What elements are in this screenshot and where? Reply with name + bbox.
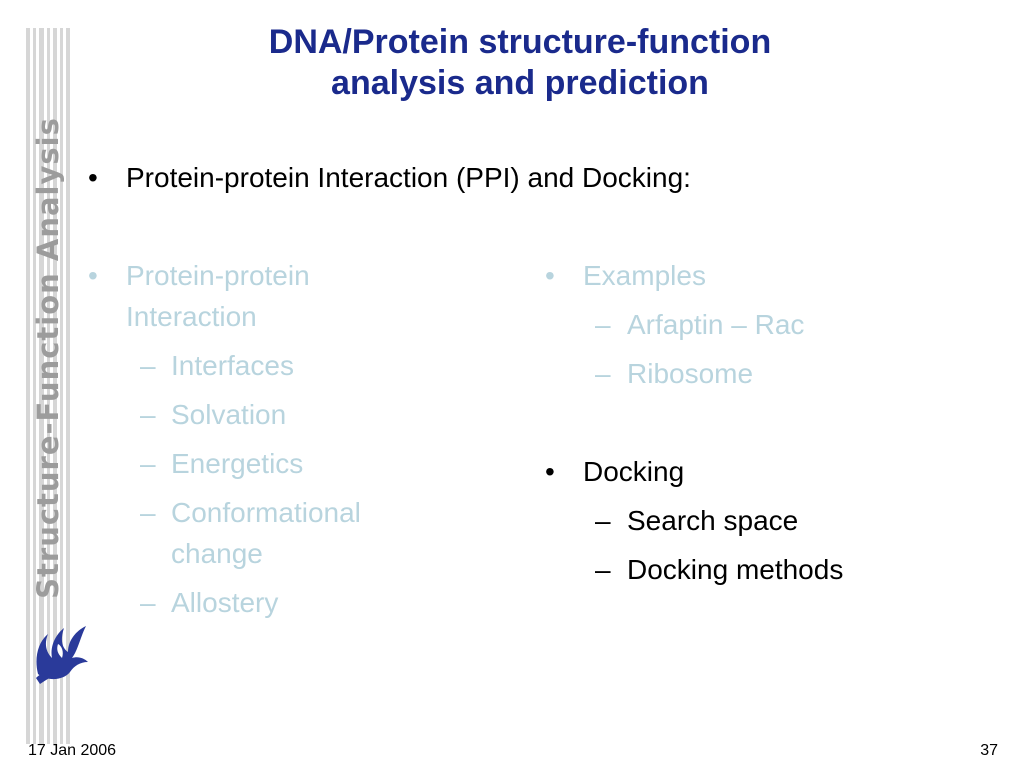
griffin-logo-icon: [36, 626, 88, 684]
dash-marker: –: [595, 505, 611, 536]
sub-item-text: Arfaptin – Rac: [627, 309, 805, 340]
sub-item-text: Ribosome: [627, 358, 754, 389]
sub-item-allostery: –Allostery: [140, 587, 278, 619]
footer-date: 17 Jan 2006: [28, 742, 117, 759]
bullet-protein-interaction: • Protein-protein: [88, 260, 310, 292]
stripe: [47, 28, 50, 744]
sub-item-text: Energetics: [171, 448, 304, 479]
dash-marker: –: [140, 497, 156, 528]
bullet-docking: • Docking: [545, 456, 684, 488]
left-heading-text: Interaction: [126, 301, 257, 332]
bullet-examples: • Examples: [545, 260, 706, 292]
stripe: [39, 28, 44, 744]
right-column: •Examples –Arfaptin – Rac –Ribosome •Doc…: [545, 260, 965, 600]
slide-title: DNA/Protein structure-function analysis …: [180, 22, 860, 104]
page-number: 37: [980, 742, 998, 759]
sub-item-text: Docking methods: [627, 554, 844, 585]
sub-item-docking-methods: –Docking methods: [595, 554, 843, 586]
lead-bullet: • Protein-protein Interaction (PPI) and D…: [88, 162, 691, 194]
sub-item-conformational: –Conformational: [140, 497, 361, 529]
sub-item-text: Allostery: [171, 587, 279, 618]
sub-item-text: change: [171, 538, 263, 569]
sub-item-energetics: –Energetics: [140, 448, 303, 480]
sub-item-change: change: [171, 538, 263, 570]
sub-item-text: Interfaces: [171, 350, 294, 381]
title-line-1: DNA/Protein structure-function: [268, 23, 772, 61]
dash-marker: –: [140, 399, 156, 430]
bullet-marker: •: [545, 456, 555, 487]
sub-item-search-space: –Search space: [595, 505, 798, 537]
examples-heading: Examples: [583, 260, 706, 291]
sub-item-interfaces: –Interfaces: [140, 350, 294, 382]
stripe: [60, 28, 63, 744]
sub-item-solvation: –Solvation: [140, 399, 286, 431]
stripe: [26, 28, 30, 744]
title-line-2: analysis and prediction: [331, 64, 709, 102]
left-heading-line-1: Protein-protein: [126, 260, 310, 291]
sub-item-arfaptin: –Arfaptin – Rac: [595, 309, 804, 341]
docking-heading: Docking: [583, 456, 685, 487]
bullet-marker: •: [88, 162, 98, 193]
side-label: Structure-Function Analysis: [28, 117, 68, 599]
left-heading-line-2: Interaction: [126, 301, 257, 333]
sub-item-text: Search space: [627, 505, 799, 536]
dash-marker: –: [595, 554, 611, 585]
dash-marker: –: [140, 350, 156, 381]
sub-item-text: Solvation: [171, 399, 287, 430]
stripe: [53, 28, 57, 744]
lead-text: Protein-protein Interaction (PPI) and Do…: [126, 162, 691, 193]
dash-marker: –: [595, 309, 611, 340]
dash-marker: –: [140, 587, 156, 618]
left-column: •Protein-protein Interaction –Interfaces…: [88, 260, 468, 640]
bullet-marker: •: [88, 260, 98, 291]
dash-marker: –: [595, 358, 611, 389]
sub-item-ribosome: –Ribosome: [595, 358, 753, 390]
stripe: [66, 28, 70, 744]
sub-item-text: Conformational: [171, 497, 361, 528]
bullet-marker: •: [545, 260, 555, 291]
dash-marker: –: [140, 448, 156, 479]
side-label-text: Structure-Function Analysis: [31, 117, 65, 599]
left-stripe-bar: [26, 28, 70, 744]
stripe: [33, 28, 36, 744]
